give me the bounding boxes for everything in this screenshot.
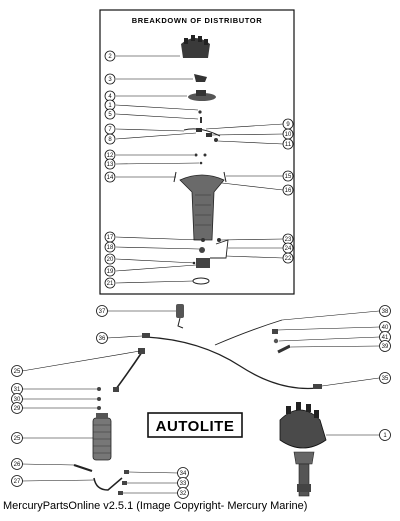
svg-text:29: 29	[14, 406, 21, 412]
svg-text:33: 33	[180, 481, 187, 487]
callout-34: 34	[177, 467, 189, 479]
callout-32: 32	[177, 487, 189, 499]
ignition-coil-part[interactable]	[92, 413, 112, 461]
svg-text:14: 14	[107, 175, 114, 181]
svg-text:10: 10	[285, 132, 292, 138]
condenser-part[interactable]	[176, 304, 184, 329]
svg-text:22: 22	[285, 256, 292, 262]
callout-23: 23	[282, 233, 294, 245]
callout-3: 3	[104, 73, 116, 85]
svg-text:32: 32	[180, 491, 187, 497]
callout-37: 37	[96, 305, 108, 317]
autolite-brand-label: AUTOLITE	[147, 412, 243, 438]
svg-text:13: 13	[107, 162, 114, 168]
svg-text:30: 30	[14, 397, 21, 403]
svg-text:12: 12	[107, 153, 114, 159]
callout-33: 33	[177, 477, 189, 489]
callout-7: 7	[104, 123, 116, 135]
svg-text:36: 36	[99, 336, 106, 342]
svg-text:1: 1	[108, 103, 112, 109]
panel-title: BREAKDOWN OF DISTRIBUTOR	[132, 16, 263, 25]
callout-40: 40	[379, 321, 391, 333]
callout-24: 24	[282, 242, 294, 254]
svg-text:37: 37	[99, 309, 106, 315]
svg-text:16: 16	[285, 188, 292, 194]
svg-text:21: 21	[107, 281, 114, 287]
wire-38[interactable]	[214, 319, 283, 346]
svg-text:39: 39	[382, 344, 389, 350]
callout-13: 13	[104, 158, 116, 170]
brand-text: AUTOLITE	[156, 418, 235, 435]
svg-text:11: 11	[285, 142, 292, 148]
rotor-part[interactable]	[194, 74, 207, 82]
advance-weights-part[interactable]	[183, 128, 221, 142]
callout-20: 20	[104, 253, 116, 265]
footer-caption: MercuryPartsOnline v2.5.1 (Image Copyrig…	[3, 500, 308, 512]
svg-text:31: 31	[14, 387, 21, 393]
callout-15: 15	[282, 170, 294, 182]
svg-text:1: 1	[383, 433, 387, 439]
distributor-assembly-part[interactable]	[279, 402, 327, 497]
svg-text:35: 35	[382, 376, 389, 382]
callout-29: 29	[11, 402, 23, 414]
callout-5: 5	[104, 108, 116, 120]
lower-parts-section: AUTOLITE	[11, 304, 391, 499]
svg-text:17: 17	[107, 235, 114, 241]
svg-text:26: 26	[14, 462, 21, 468]
primary-wire-part[interactable]	[142, 333, 322, 390]
callout-2: 2	[104, 50, 116, 62]
callout-10: 10	[282, 128, 294, 140]
svg-text:38: 38	[382, 309, 389, 315]
coil-lead-part[interactable]	[113, 348, 145, 392]
svg-text:7: 7	[108, 127, 112, 133]
callout-9: 9	[282, 118, 294, 130]
distributor-breakdown-panel: BREAKDOWN OF DISTRIBUTOR	[99, 9, 295, 295]
callout-36: 36	[96, 332, 108, 344]
callout-26: 26	[11, 458, 23, 470]
callout-17: 17	[104, 231, 116, 243]
svg-text:19: 19	[107, 269, 114, 275]
svg-text:25: 25	[14, 436, 21, 442]
distributor-cap-part[interactable]	[181, 35, 210, 58]
callout-14: 14	[104, 171, 116, 183]
callout-25-lead: 25	[11, 365, 23, 377]
breaker-plate-part[interactable]	[188, 90, 216, 101]
svg-text:27: 27	[14, 479, 21, 485]
svg-text:24: 24	[285, 246, 292, 252]
callout-11: 11	[282, 138, 294, 150]
callout-1: 1	[104, 99, 116, 111]
coil-bracket-part[interactable]	[73, 463, 129, 495]
callout-31: 31	[11, 383, 23, 395]
svg-text:25: 25	[14, 369, 21, 375]
svg-text:34: 34	[180, 471, 187, 477]
callout-1-assembly: 1	[379, 429, 391, 441]
callout-12: 12	[104, 149, 116, 161]
callout-16: 16	[282, 184, 294, 196]
callout-19: 19	[104, 265, 116, 277]
svg-text:40: 40	[382, 325, 389, 331]
svg-text:5: 5	[108, 112, 112, 118]
callout-25-coil: 25	[11, 432, 23, 444]
callout-27: 27	[11, 475, 23, 487]
svg-text:23: 23	[285, 237, 292, 243]
callout-39: 39	[379, 340, 391, 352]
callout-38: 38	[379, 305, 391, 317]
callout-8: 8	[104, 133, 116, 145]
svg-text:3: 3	[108, 77, 112, 83]
callout-35: 35	[379, 372, 391, 384]
svg-text:2: 2	[108, 54, 112, 60]
svg-text:18: 18	[107, 245, 114, 251]
callout-4: 4	[104, 90, 116, 102]
callout-22: 22	[282, 252, 294, 264]
svg-text:4: 4	[108, 94, 112, 100]
svg-text:20: 20	[107, 257, 114, 263]
callout-21: 21	[104, 277, 116, 289]
svg-text:41: 41	[382, 335, 389, 341]
callout-18: 18	[104, 241, 116, 253]
svg-text:8: 8	[108, 137, 112, 143]
svg-text:9: 9	[286, 122, 290, 128]
terminal-parts[interactable]	[272, 329, 291, 354]
svg-text:15: 15	[285, 174, 292, 180]
